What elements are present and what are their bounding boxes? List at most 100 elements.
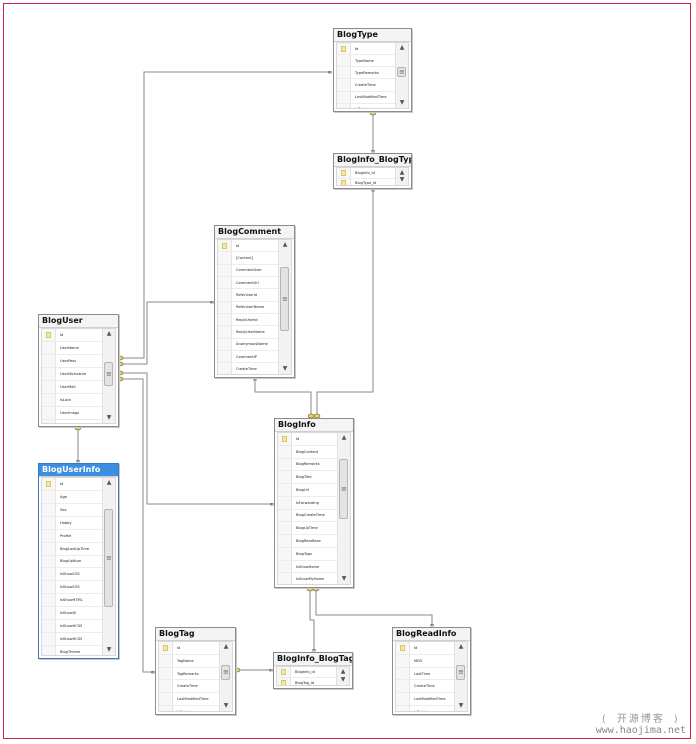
row-selector[interactable] [278, 496, 292, 509]
scroll-thumb[interactable] [221, 664, 230, 681]
column-row[interactable]: Id [42, 329, 102, 342]
column-row[interactable]: TagName [159, 654, 219, 668]
row-selector[interactable] [396, 680, 410, 693]
column-row[interactable]: IsLock [42, 394, 102, 407]
row-selector[interactable] [337, 67, 351, 79]
scroll-up-icon[interactable]: ▲ [223, 643, 229, 650]
row-selector[interactable] [337, 103, 351, 108]
column-row[interactable]: CreateTime [42, 420, 102, 423]
row-selector[interactable] [218, 264, 232, 276]
table-title[interactable]: BlogUser [39, 315, 118, 328]
column-row[interactable]: CreateTime [218, 363, 278, 374]
row-selector[interactable] [159, 667, 173, 680]
rel-bloguser-bloginfo[interactable] [120, 372, 272, 505]
rel-bloginfo-blogcomment[interactable] [254, 379, 312, 416]
scroll-down-icon[interactable]: ▼ [340, 676, 346, 683]
scroll-up-icon[interactable]: ▲ [340, 668, 346, 675]
vertical-scrollbar[interactable]: ▲▼ [336, 667, 349, 685]
rel-bloginfo-blogreadinfo[interactable] [315, 589, 433, 625]
column-row[interactable]: Id [278, 433, 337, 446]
table-title[interactable]: BlogType [334, 29, 411, 42]
row-selector[interactable] [42, 620, 56, 633]
column-row[interactable]: UserPass [42, 355, 102, 368]
vertical-scrollbar[interactable]: ▲▼ [102, 329, 115, 423]
vertical-scrollbar[interactable]: ▲▼ [102, 478, 115, 655]
row-selector[interactable] [218, 350, 232, 363]
column-row[interactable]: BlogCreateTime [278, 509, 337, 523]
row-selector[interactable] [277, 678, 291, 685]
rel-bloginfo-bloginfo-blogtag[interactable] [309, 589, 315, 650]
column-row[interactable]: Sex [42, 503, 102, 517]
column-row[interactable]: CreateTime [337, 79, 395, 92]
row-selector[interactable] [278, 535, 292, 547]
scroll-up-icon[interactable]: ▲ [399, 44, 405, 51]
row-selector[interactable] [396, 693, 410, 706]
column-row[interactable]: UserMail [42, 381, 102, 394]
column-row[interactable]: ReferUserName [218, 301, 278, 314]
column-row[interactable]: BlogTheme [42, 645, 102, 655]
column-row[interactable]: BlogInfo_Id [277, 667, 336, 678]
column-row[interactable]: Age [42, 490, 102, 504]
column-row[interactable]: ReplyUserName [218, 326, 278, 339]
column-row[interactable]: CreateTime [396, 680, 454, 694]
table-title[interactable]: BlogInfo [275, 419, 353, 432]
row-selector[interactable] [337, 91, 351, 103]
row-selector[interactable] [159, 654, 173, 667]
column-row[interactable]: BlogContent [278, 445, 337, 459]
table-title[interactable]: BlogUserInfo [39, 464, 118, 477]
column-row[interactable]: TypeName [337, 55, 395, 68]
row-selector[interactable] [278, 458, 292, 471]
scroll-down-icon[interactable]: ▼ [106, 646, 112, 653]
row-selector[interactable] [42, 490, 56, 503]
row-selector[interactable] [396, 654, 410, 667]
row-selector[interactable] [42, 355, 56, 367]
column-row[interactable]: BlogType_Id [337, 178, 395, 185]
row-selector[interactable] [159, 680, 173, 693]
column-row[interactable]: BlogTags [278, 547, 337, 561]
row-selector[interactable] [42, 542, 56, 555]
column-row[interactable]: BlogReadNum [278, 535, 337, 548]
column-row[interactable]: Id [337, 43, 395, 56]
row-selector[interactable] [278, 509, 292, 522]
rel-bloguser-blogcomment[interactable] [120, 301, 212, 365]
scroll-thumb[interactable] [456, 664, 465, 681]
rel-bloguser-blogtag[interactable] [120, 378, 153, 673]
column-row[interactable]: BlogUpTime [278, 522, 337, 536]
row-selector[interactable] [337, 178, 351, 185]
row-selector[interactable] [42, 407, 56, 419]
row-selector[interactable] [42, 516, 56, 529]
column-row[interactable]: IsShowJS [42, 607, 102, 621]
row-selector[interactable] [42, 329, 56, 341]
table-title[interactable]: BlogComment [215, 226, 294, 239]
column-row[interactable]: BlogLastUpTime [42, 542, 102, 556]
column-row[interactable]: UserImage [42, 407, 102, 420]
column-row[interactable]: IsForwarding [278, 496, 337, 510]
scroll-down-icon[interactable]: ▼ [106, 414, 112, 421]
row-selector[interactable] [42, 342, 56, 354]
column-row[interactable]: CommentUrl [218, 276, 278, 290]
row-selector[interactable] [337, 79, 351, 91]
column-row[interactable]: IsShowHome [278, 560, 337, 574]
column-row[interactable]: Id [218, 240, 278, 253]
column-row[interactable]: BlogRemarks [278, 458, 337, 472]
row-selector[interactable] [278, 433, 292, 445]
row-selector[interactable] [337, 168, 351, 178]
column-row[interactable]: LastModifiedTime [337, 91, 395, 104]
row-selector[interactable] [278, 484, 292, 496]
column-row[interactable]: IsShowCSS [42, 581, 102, 595]
row-selector[interactable] [42, 529, 56, 542]
row-selector[interactable] [278, 522, 292, 535]
row-selector[interactable] [159, 706, 173, 711]
scroll-down-icon[interactable]: ▼ [458, 702, 464, 709]
scroll-thumb[interactable] [397, 67, 406, 78]
row-selector[interactable] [42, 503, 56, 516]
vertical-scrollbar[interactable]: ▲▼ [278, 240, 291, 374]
row-selector[interactable] [42, 607, 56, 620]
column-row[interactable]: IsShowCSS [42, 568, 102, 582]
scroll-down-icon[interactable]: ▼ [399, 176, 405, 183]
